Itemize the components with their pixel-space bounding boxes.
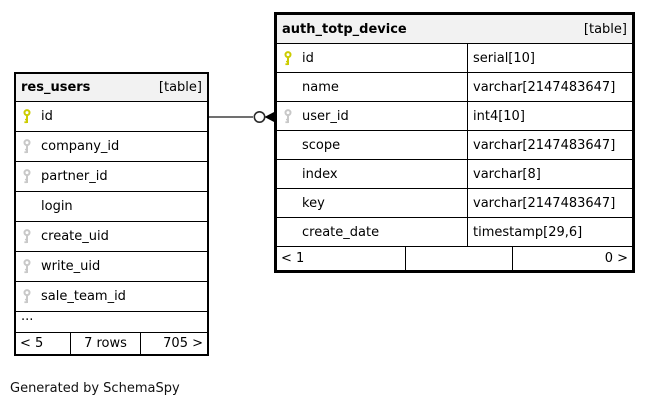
column-row: name varchar[2147483647] (277, 73, 632, 102)
foreign-key-icon (21, 229, 33, 244)
column-name: scope (302, 137, 341, 153)
parents-count: 705 > (140, 333, 207, 354)
column-type: varchar[2147483647] (473, 137, 616, 153)
table-footer: < 1 0 > (277, 247, 632, 270)
generator-caption: Generated by SchemaSpy (10, 381, 180, 396)
more-columns-ellipsis: ... (16, 310, 207, 333)
foreign-key-icon (21, 259, 33, 274)
primary-key-icon (21, 109, 33, 124)
column-type: timestamp[29,6] (473, 224, 583, 240)
foreign-key-icon (21, 169, 33, 184)
column-name: user_id (302, 108, 349, 124)
primary-key-icon (282, 50, 294, 66)
cardinality-circle-icon (253, 111, 266, 124)
column-name: create_uid (41, 229, 109, 244)
column-name: write_uid (41, 259, 101, 274)
row-count (405, 247, 512, 270)
foreign-key-icon (21, 289, 33, 304)
column-row: scope varchar[2147483647] (277, 131, 632, 160)
column-name: key (302, 195, 325, 211)
foreign-key-icon (21, 139, 33, 154)
column-name: create_date (302, 224, 380, 240)
table-header[interactable]: auth_totp_device [table] (277, 15, 632, 44)
column-name: sale_team_id (41, 289, 126, 304)
table-badge: [table] (583, 21, 627, 37)
column-name: partner_id (41, 169, 108, 184)
table-name[interactable]: res_users (21, 80, 91, 95)
table-header[interactable]: res_users [table] (16, 74, 207, 102)
column-row: id serial[10] (277, 44, 632, 73)
column-name: company_id (41, 139, 120, 154)
row-count: 7 rows (70, 333, 140, 354)
column-type: serial[10] (473, 50, 535, 66)
column-name: index (302, 166, 338, 182)
children-count: < 1 (281, 251, 305, 266)
column-row: index varchar[8] (277, 160, 632, 189)
table-node-auth-totp-device[interactable]: auth_totp_device [table] id serial[10] n… (274, 12, 635, 273)
column-row: company_id (16, 132, 207, 162)
column-row: login (16, 192, 207, 222)
table-badge: [table] (158, 80, 202, 95)
table-name[interactable]: auth_totp_device (282, 21, 407, 37)
table-footer: < 5 7 rows 705 > (16, 333, 207, 354)
column-type: int4[10] (473, 108, 525, 124)
column-row: sale_team_id (16, 282, 207, 312)
column-row: user_id int4[10] (277, 102, 632, 131)
children-count: < 5 (20, 336, 44, 351)
foreign-key-icon (282, 108, 294, 124)
column-name: id (41, 109, 53, 124)
column-name: id (302, 50, 314, 66)
column-type: varchar[2147483647] (473, 195, 616, 211)
column-row: create_uid (16, 222, 207, 252)
column-row: create_date timestamp[29,6] (277, 218, 632, 247)
table-node-res-users[interactable]: res_users [table] id company_id (14, 72, 209, 356)
column-name: name (302, 79, 339, 95)
column-row: id (16, 102, 207, 132)
column-type: varchar[8] (473, 166, 541, 182)
column-row: write_uid (16, 252, 207, 282)
column-row: partner_id (16, 162, 207, 192)
column-name: login (41, 199, 73, 214)
column-type: varchar[2147483647] (473, 79, 616, 95)
column-row: key varchar[2147483647] (277, 189, 632, 218)
parents-count: 0 > (512, 247, 632, 270)
